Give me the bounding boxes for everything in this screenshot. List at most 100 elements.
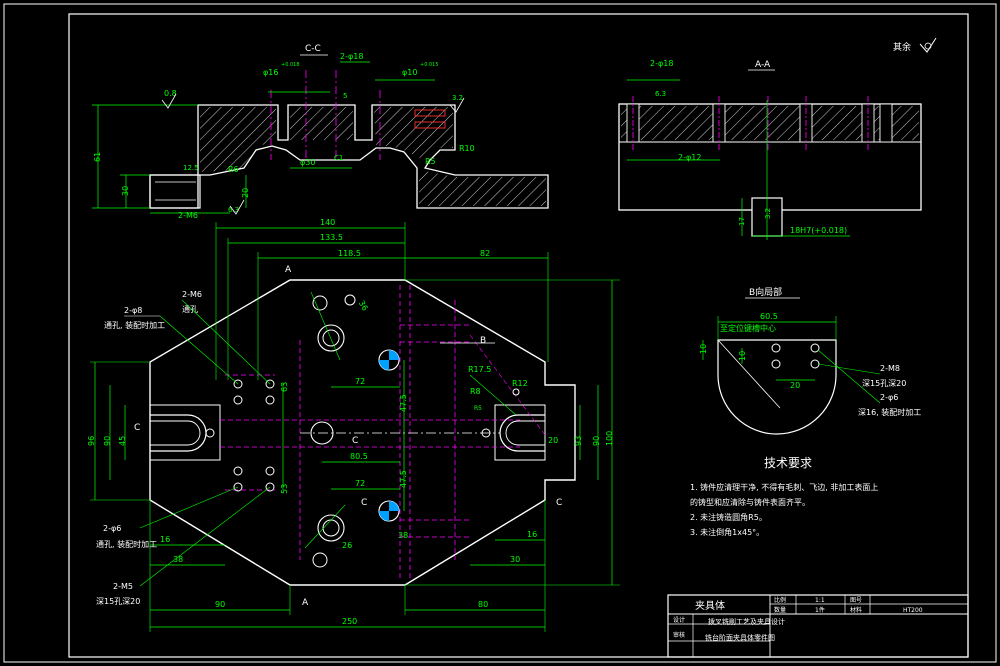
- svg-text:47.5: 47.5: [399, 470, 408, 488]
- svg-text:140: 140: [320, 218, 335, 227]
- svg-text:2. 未注铸造圆角R5。: 2. 未注铸造圆角R5。: [690, 512, 767, 522]
- svg-text:72: 72: [355, 377, 365, 386]
- svg-text:2-φ18: 2-φ18: [340, 52, 363, 61]
- hole-bore-center: [310, 421, 334, 445]
- cc-hatch-right: [374, 107, 453, 160]
- roughness-note: 其余: [893, 37, 937, 53]
- svg-text:45: 45: [118, 436, 127, 446]
- svg-text:2-M6: 2-M6: [182, 290, 202, 299]
- svg-text:26: 26: [342, 541, 352, 550]
- svg-text:1. 铸件应清理干净, 不得有毛刺、飞边, 非加工表面上: 1. 铸件应清理干净, 不得有毛刺、飞边, 非加工表面上: [690, 482, 878, 492]
- svg-text:B: B: [480, 336, 486, 346]
- svg-text:53: 53: [280, 484, 289, 494]
- svg-text:3.2: 3.2: [452, 94, 463, 102]
- svg-text:φ16: φ16: [263, 68, 278, 77]
- svg-text:图号: 图号: [850, 597, 862, 604]
- svg-text:20: 20: [790, 381, 800, 390]
- section-view-cc: C-C 61 30 20 φ16 +0.: [92, 44, 549, 220]
- svg-text:C: C: [361, 498, 367, 508]
- svg-text:90: 90: [103, 436, 112, 446]
- svg-text:至定位键槽中心: 至定位键槽中心: [720, 323, 776, 333]
- svg-text:80.5: 80.5: [350, 452, 368, 461]
- svg-text:100: 100: [605, 431, 614, 446]
- svg-text:2-M6: 2-M6: [178, 211, 198, 220]
- detail-view-b: B向局部 60.5 至定位键槽中心 10 10 20 2-M8 深15孔深20 …: [699, 286, 921, 435]
- u-slot-right: [499, 414, 545, 452]
- part-name: 夹具体: [695, 599, 725, 612]
- svg-text:材料: 材料: [850, 606, 862, 614]
- svg-text:6.3: 6.3: [228, 206, 239, 214]
- svg-text:90: 90: [592, 436, 601, 446]
- svg-text:47.5: 47.5: [399, 394, 408, 412]
- svg-text:18H7(+0.018): 18H7(+0.018): [790, 226, 847, 235]
- cc-hatch-left: [200, 107, 276, 172]
- svg-text:φ10: φ10: [402, 68, 417, 77]
- svg-text:设计: 设计: [673, 616, 685, 624]
- svg-text:+0.018: +0.018: [281, 62, 300, 68]
- svg-text:30: 30: [510, 555, 520, 564]
- svg-text:20: 20: [241, 188, 250, 198]
- svg-text:R6: R6: [228, 165, 239, 174]
- svg-text:118.5: 118.5: [338, 249, 361, 258]
- svg-text:A: A: [285, 265, 292, 275]
- cc-hatch-middle: [290, 107, 353, 140]
- hole-bore-top: [317, 324, 345, 352]
- svg-text:5: 5: [343, 92, 347, 100]
- svg-text:10: 10: [699, 344, 708, 354]
- svg-text:比例: 比例: [774, 596, 786, 604]
- svg-text:20: 20: [548, 436, 558, 445]
- svg-text:通孔, 装配时加工: 通孔, 装配时加工: [96, 539, 157, 549]
- svg-text:数量: 数量: [774, 606, 786, 614]
- svg-text:0.8: 0.8: [164, 89, 177, 98]
- svg-text:审核: 审核: [673, 631, 685, 639]
- svg-text:93: 93: [574, 436, 583, 446]
- bolt-holes-bottom: [233, 466, 275, 492]
- svg-text:深16, 装配时加工: 深16, 装配时加工: [858, 407, 921, 417]
- outer-frame: [3, 3, 997, 663]
- svg-text:2-φ6: 2-φ6: [880, 393, 898, 402]
- technical-requirements: 技术要求 1. 铸件应清理干净, 不得有毛刺、飞边, 非加工表面上 的铸型和应清…: [690, 456, 878, 537]
- cc-hatch-right-low: [419, 170, 546, 206]
- svg-text:通孔, 装配时加工: 通孔, 装配时加工: [104, 320, 165, 330]
- svg-text:R17.5: R17.5: [468, 365, 491, 374]
- svg-text:通孔: 通孔: [182, 304, 198, 314]
- svg-text:R5: R5: [474, 405, 482, 412]
- svg-text:38: 38: [173, 555, 183, 564]
- svg-text:HT200: HT200: [903, 607, 923, 614]
- tech-req-title: 技术要求: [764, 456, 812, 470]
- detail-view-title: B向局部: [749, 286, 782, 298]
- svg-text:38: 38: [398, 531, 408, 540]
- section-label-aa: A-A: [755, 60, 771, 70]
- svg-text:的铸型和应清除与铸件表面齐平。: 的铸型和应清除与铸件表面齐平。: [690, 497, 810, 507]
- bolt-holes-top: [233, 379, 275, 405]
- svg-text:17: 17: [738, 217, 746, 226]
- svg-text:6.3: 6.3: [655, 90, 666, 98]
- cc-body-outline: [149, 104, 549, 209]
- svg-text:72: 72: [355, 479, 365, 488]
- svg-text:C: C: [556, 498, 562, 508]
- svg-text:C: C: [352, 436, 358, 446]
- svg-text:133.5: 133.5: [320, 233, 343, 242]
- svg-text:C: C: [134, 423, 140, 433]
- svg-text:16: 16: [160, 535, 170, 544]
- svg-text:1:1: 1:1: [815, 597, 825, 604]
- hole-bore-bottom: [317, 514, 345, 542]
- svg-text:A: A: [302, 598, 309, 608]
- svg-text:12.5: 12.5: [183, 164, 199, 172]
- svg-text:2-φ8: 2-φ8: [124, 306, 142, 315]
- svg-text:拨叉铣削工艺及夹具设计: 拨叉铣削工艺及夹具设计: [708, 617, 785, 626]
- svg-text:61: 61: [93, 152, 102, 162]
- section-view-aa: A-A 2-φ18 2-φ12 18H7(+0.018) 17 3.2 6.3: [618, 59, 922, 240]
- svg-text:36: 36: [357, 299, 370, 312]
- svg-text:φ30: φ30: [300, 158, 315, 167]
- svg-text:3. 未注倒角1x45°。: 3. 未注倒角1x45°。: [690, 527, 764, 537]
- svg-text:C1: C1: [334, 154, 343, 162]
- svg-text:R5: R5: [425, 157, 436, 166]
- svg-text:R8: R8: [470, 387, 481, 396]
- svg-text:3.2: 3.2: [764, 208, 772, 219]
- svg-text:80: 80: [478, 600, 488, 609]
- svg-text:+0.015: +0.015: [420, 62, 439, 68]
- title-block: 夹具体 比例 1:1 图号 数量 1件 材料 HT200 设计 审核 拨叉铣削工…: [667, 594, 969, 658]
- section-label-cc: C-C: [305, 44, 321, 54]
- u-slot-left: [150, 414, 207, 452]
